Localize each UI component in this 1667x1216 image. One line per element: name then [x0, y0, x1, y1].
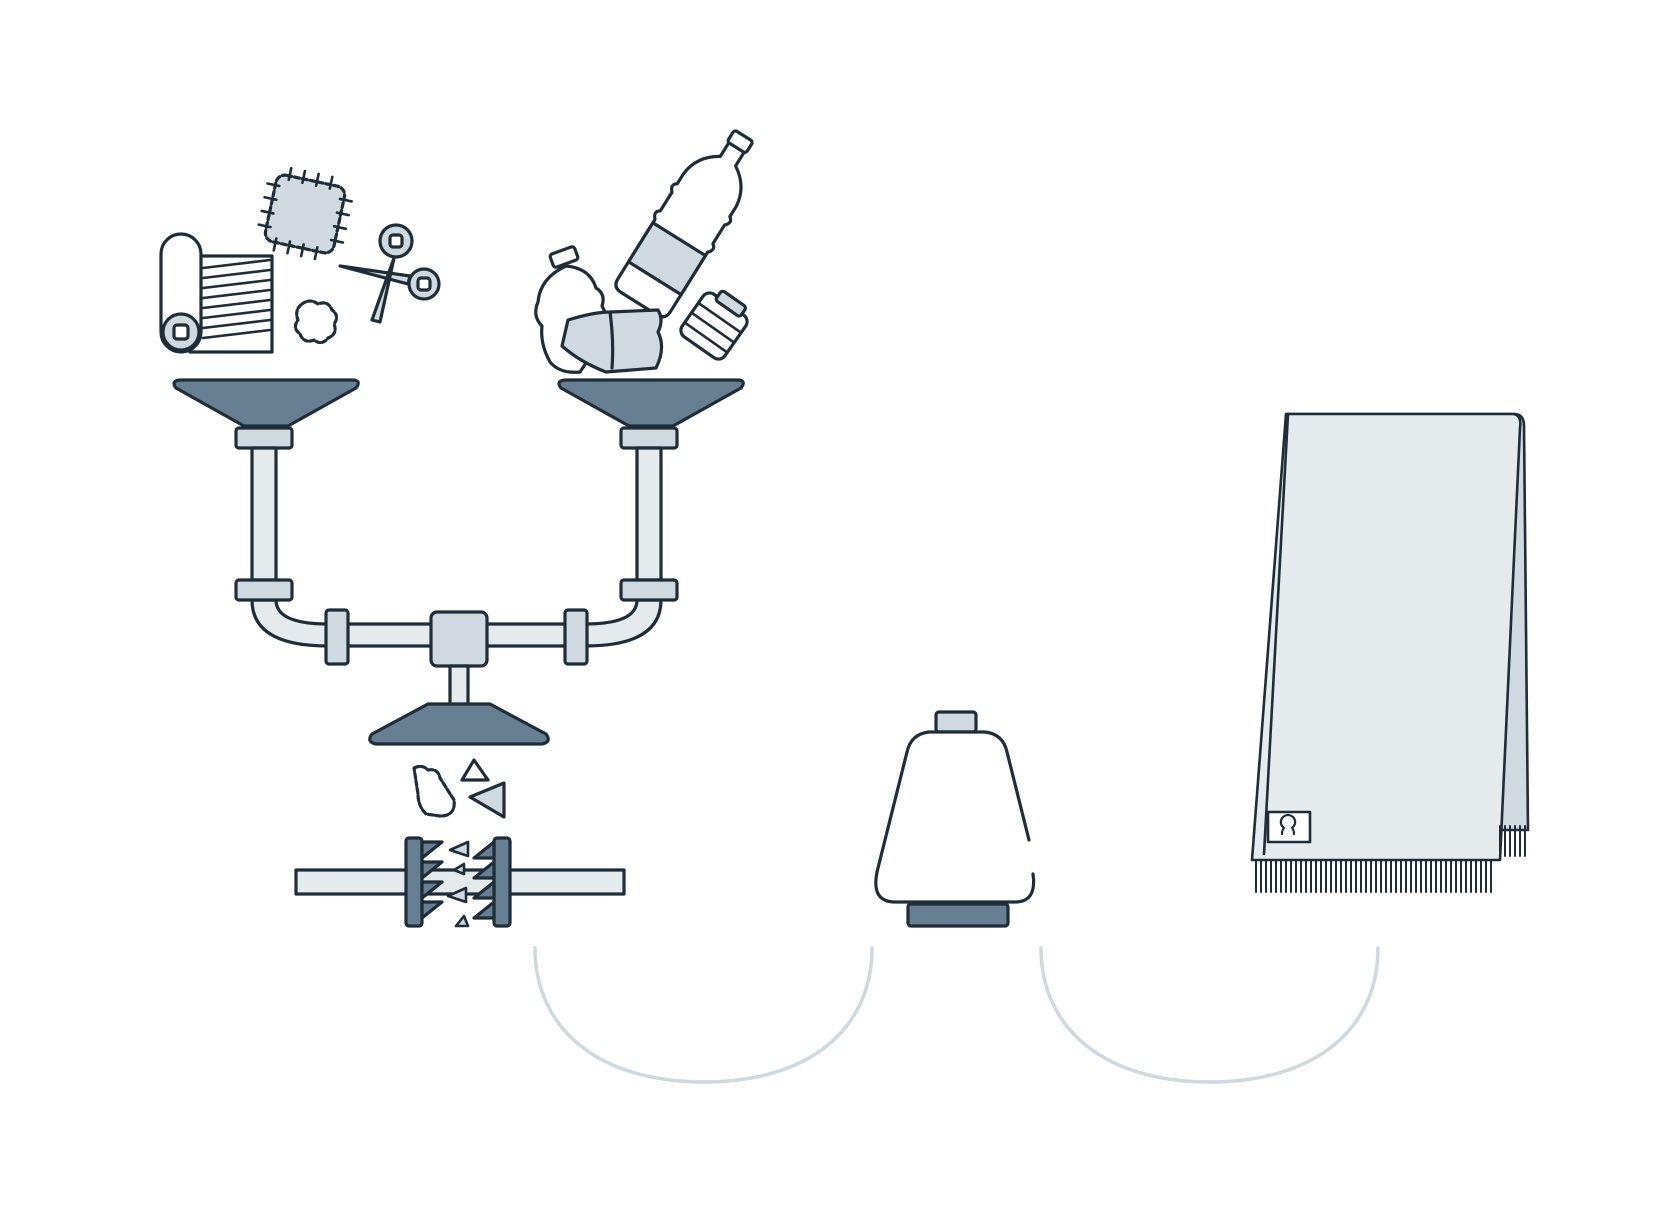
output-funnel-icon: [368, 702, 550, 746]
scissors-icon: [338, 223, 441, 324]
connector-arc-shredder-to-yarn: [533, 946, 874, 1084]
shredder-icon: [294, 836, 626, 928]
brand-label-icon: [1266, 810, 1312, 844]
yarn-cone-icon: [874, 710, 1036, 928]
left-funnel-icon: [172, 378, 360, 450]
scarf-fringe-back: [1499, 825, 1526, 857]
fabric-roll-icon: [159, 232, 274, 354]
scarf-icon: [1250, 412, 1530, 893]
connector-arc-yarn-to-scarf: [1039, 946, 1380, 1084]
fragments-icon: [412, 758, 506, 819]
connector-arcs: [533, 946, 1380, 1084]
patch-icon: [257, 166, 353, 261]
plastic-bottle-icon: [614, 129, 754, 319]
scarf-fringe: [1255, 859, 1492, 893]
crushed-bottle-icon: [534, 245, 664, 374]
small-patch-icon: [293, 299, 339, 345]
pipe-icon: [234, 446, 679, 708]
right-funnel-icon: [557, 378, 745, 450]
bottle-cap-icon: [679, 289, 749, 361]
